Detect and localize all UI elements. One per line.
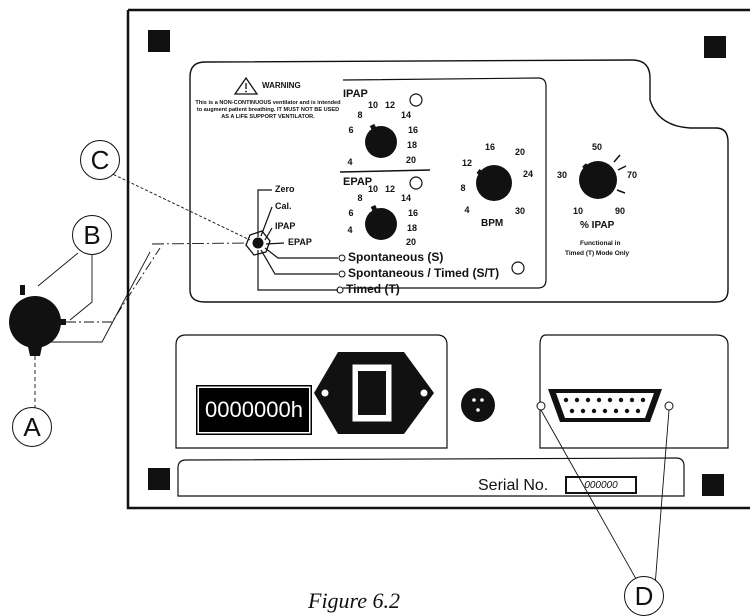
ipap-tick: 12: [384, 100, 396, 110]
serial-box: [565, 476, 637, 494]
ipap-tick: 6: [348, 125, 354, 135]
mode-indicator-t: [336, 286, 344, 294]
round-connector[interactable]: [461, 388, 495, 422]
ipap-tick: 20: [405, 155, 417, 165]
callout-b: B: [72, 215, 112, 255]
serial-number-label: Serial No.: [478, 477, 549, 494]
pct-ipap-tick: 30: [556, 170, 568, 180]
epap-tick: 6: [348, 208, 354, 218]
mode-label-s: Spontaneous (S): [348, 250, 444, 264]
switch-position-ipap: IPAP: [275, 221, 296, 231]
pct-ipap-dial-label: % IPAP: [580, 220, 615, 231]
figure-caption: Figure 6.2: [308, 588, 401, 613]
ipap-tick: 4: [347, 157, 353, 167]
pct-ipap-tick: 10: [572, 206, 584, 216]
switch-position-leaders: [257, 189, 338, 291]
device-outline: [126, 8, 750, 510]
ipap-tick: 14: [400, 110, 412, 120]
callout-c: C: [80, 140, 120, 180]
ipap-indicator-light: [409, 93, 423, 107]
epap-tick: 20: [405, 237, 417, 247]
control-panel-outline: [189, 59, 729, 303]
ipap-tick: 10: [367, 100, 379, 110]
mode-indicator-s: [338, 254, 346, 262]
epap-tick: 12: [384, 184, 396, 194]
corner-square-br: [702, 474, 724, 496]
corner-square-tr: [704, 36, 726, 58]
bpm-tick: 12: [461, 158, 473, 168]
corner-square-tl: [148, 30, 170, 52]
bpm-dial-label: BPM: [481, 218, 504, 229]
mode-indicator-st: [338, 270, 346, 278]
d-sub-connector[interactable]: [536, 389, 674, 422]
callout-d: D: [624, 576, 664, 616]
lower-right-panel: [539, 334, 729, 449]
switch-position-zero: Zero: [275, 184, 295, 194]
bpm-knob[interactable]: [476, 165, 512, 201]
mode-label-st: Spontaneous / Timed (S/T): [348, 266, 500, 280]
warning-title: WARNING: [262, 81, 301, 90]
lower-left-panel: [175, 334, 448, 449]
ipap-tick: 18: [406, 140, 418, 150]
switch-position-epap: EPAP: [288, 237, 312, 247]
pct-ipap-knob[interactable]: [579, 154, 627, 199]
bpm-tick: 4: [464, 205, 470, 215]
switch-position-cal: Cal.: [275, 201, 292, 211]
callout-leaders: [28, 167, 670, 587]
pct-ipap-note-line2: Timed (T) Mode Only: [565, 250, 630, 257]
st-indicator-light: [511, 261, 525, 275]
ipap-tick: 8: [357, 110, 363, 120]
mode-label-t: Timed (T): [346, 282, 400, 296]
ipap-dial-label: IPAP: [343, 88, 368, 100]
pct-ipap-tick: 70: [626, 170, 638, 180]
hour-meter-display: 0000000h: [199, 388, 309, 432]
serial-strip: [177, 457, 685, 497]
epap-tick: 18: [406, 223, 418, 233]
pct-ipap-tick: 50: [591, 142, 603, 152]
pct-ipap-note-line1: Functional in: [580, 240, 621, 247]
callout-a: A: [12, 407, 52, 447]
bpm-tick: 16: [484, 142, 496, 152]
epap-knob[interactable]: [365, 204, 397, 240]
bpm-tick: 8: [460, 183, 466, 193]
warning-triangle-icon: [233, 76, 259, 95]
epap-indicator-light: [409, 176, 423, 190]
ipap-tick: 16: [407, 125, 419, 135]
warning-text: This is a NON-CONTINUOUS ventilator and …: [195, 100, 341, 120]
epap-tick: 16: [407, 208, 419, 218]
bpm-tick: 24: [522, 169, 534, 179]
bpm-tick: 20: [514, 147, 526, 157]
epap-tick: 4: [347, 225, 353, 235]
bpm-tick: 30: [514, 206, 526, 216]
epap-dial-label: EPAP: [343, 176, 373, 188]
mode-selector-switch[interactable]: [245, 230, 271, 256]
dial-region: [342, 77, 547, 289]
ipap-knob[interactable]: [365, 123, 397, 158]
epap-tick: 14: [400, 193, 412, 203]
power-inlet[interactable]: [314, 352, 434, 434]
epap-tick: 10: [367, 184, 379, 194]
ipap-epap-divider: [339, 169, 431, 173]
epap-tick: 8: [357, 193, 363, 203]
detached-knob: [9, 285, 66, 356]
pct-ipap-tick: 90: [614, 206, 626, 216]
corner-square-bl: [148, 468, 170, 490]
serial-number-value: 000000: [584, 479, 618, 491]
